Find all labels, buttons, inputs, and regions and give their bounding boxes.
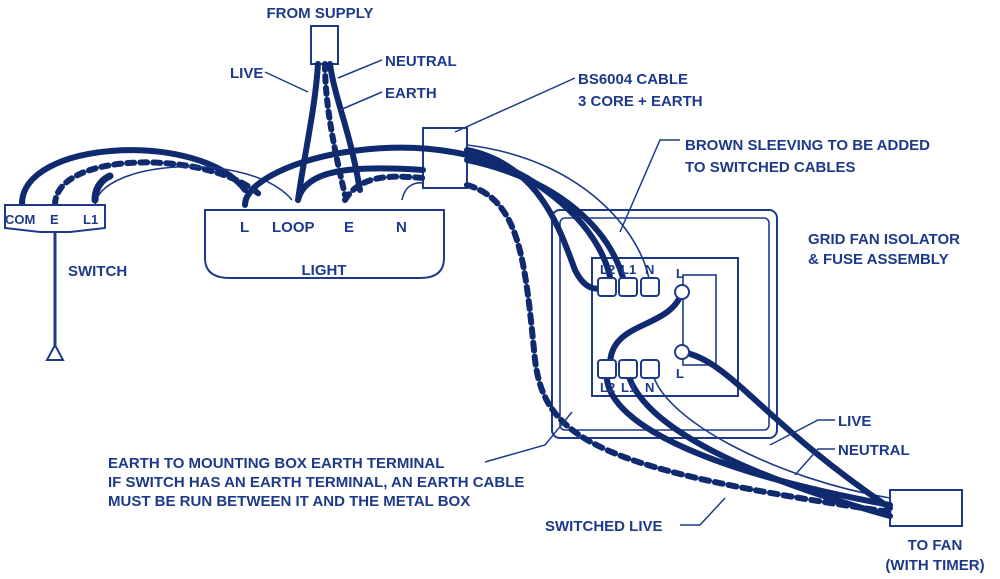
switch-l1-sleeve [91, 172, 114, 204]
cable-gland [422, 127, 468, 189]
light-l-to-isolator [242, 144, 615, 291]
loop-earth-wire [342, 173, 426, 203]
supply-live-wire [295, 61, 321, 203]
light-body [204, 209, 445, 279]
leader-switched-live [680, 497, 726, 526]
isolator-plate-inner [559, 217, 770, 431]
switch-com-wire [18, 147, 248, 208]
leader-bs6004 [454, 77, 576, 133]
top-terminal-l1 [618, 277, 638, 297]
label-switched-live: SWITCHED LIVE [545, 518, 663, 535]
fuse-out-wire [679, 349, 893, 511]
label-to-fan-2: (WITH TIMER) [885, 557, 984, 574]
pull-cord-handle [45, 342, 65, 361]
label-from-supply: FROM SUPPLY [267, 5, 374, 22]
label-light: LIGHT [302, 262, 347, 279]
leader-neutral-top [337, 59, 383, 79]
earth-to-fan-wire [464, 182, 893, 515]
leader-earth-top [339, 91, 383, 111]
label-bs6004-1: BS6004 CABLE [578, 71, 688, 88]
label-brown-2: TO SWITCHED CABLES [685, 159, 856, 176]
switch-earth-wire [52, 159, 263, 208]
l2-to-fan-wire [603, 367, 893, 508]
light-terminal-loop: LOOP [272, 219, 315, 236]
fuse-terminal-label-bottom: L [676, 366, 684, 381]
label-neutral-right: NEUTRAL [838, 442, 910, 459]
bottom-terminal-l2 [597, 359, 617, 379]
light-terminal-l: L [240, 219, 249, 236]
gland-n-wire [466, 144, 651, 286]
label-grid-2: & FUSE ASSEMBLY [808, 251, 949, 268]
switch-body [4, 204, 106, 233]
bottom-terminal-n [640, 359, 660, 379]
supply-earth-wire [322, 61, 348, 198]
top-terminal-n [640, 277, 660, 297]
bottom-terminal-l1 [618, 359, 638, 379]
leader-neutral-right [794, 448, 835, 476]
label-neutral-top: NEUTRAL [385, 53, 457, 70]
label-brown-1: BROWN SLEEVING TO BE ADDED [685, 137, 930, 154]
isolator-bottom-n: N [645, 380, 654, 395]
loop-live-wire [295, 165, 426, 203]
top-terminal-l2 [597, 277, 617, 297]
switch-terminal-com: COM [5, 212, 35, 227]
label-switch: SWITCH [68, 263, 127, 280]
leader-live-top [264, 71, 309, 93]
loop-neutral-wire [401, 182, 424, 201]
fuse-link-wire [607, 289, 685, 368]
label-live-right: LIVE [838, 413, 871, 430]
label-earth-note-3: MUST BE RUN BETWEEN IT AND THE METAL BOX [108, 493, 470, 510]
leader-brown-sleeving [619, 139, 680, 233]
switch-terminal-l1: L1 [83, 212, 98, 227]
isolator-bottom-l1: L1 [621, 380, 636, 395]
label-earth-note-1: EARTH TO MOUNTING BOX EARTH TERMINAL [108, 455, 444, 472]
fuse-terminal-label-top: L [676, 266, 684, 281]
light-terminal-n: N [396, 219, 407, 236]
isolator-top-l2: L2 [600, 262, 615, 277]
neutral-to-fan-wire [651, 369, 891, 499]
supply-connector [310, 25, 339, 65]
gland-l2-wire [464, 147, 610, 292]
label-live-top: LIVE [230, 65, 263, 82]
label-to-fan-1: TO FAN [908, 537, 963, 554]
switched-live-wire [624, 367, 893, 519]
label-grid-1: GRID FAN ISOLATOR [808, 231, 960, 248]
light-terminal-e: E [344, 219, 354, 236]
label-earth-note-2: IF SWITCH HAS AN EARTH TERMINAL, AN EART… [108, 474, 524, 491]
leader-live-right [769, 419, 835, 446]
fuse-terminal-top [674, 284, 690, 300]
switch-terminal-e: E [50, 212, 59, 227]
fuse-holder [682, 274, 717, 366]
isolator-bottom-l2: L2 [600, 380, 615, 395]
isolator-top-l1: L1 [621, 262, 636, 277]
leader-earth-note [484, 411, 573, 463]
label-bs6004-2: 3 CORE + EARTH [578, 93, 703, 110]
fuse-terminal-bottom [674, 344, 690, 360]
isolator-top-n: N [645, 262, 654, 277]
switch-l1-wire [94, 165, 293, 206]
gland-l1-wire [464, 157, 628, 288]
fan-connector [889, 489, 963, 527]
label-earth-top: EARTH [385, 85, 437, 102]
